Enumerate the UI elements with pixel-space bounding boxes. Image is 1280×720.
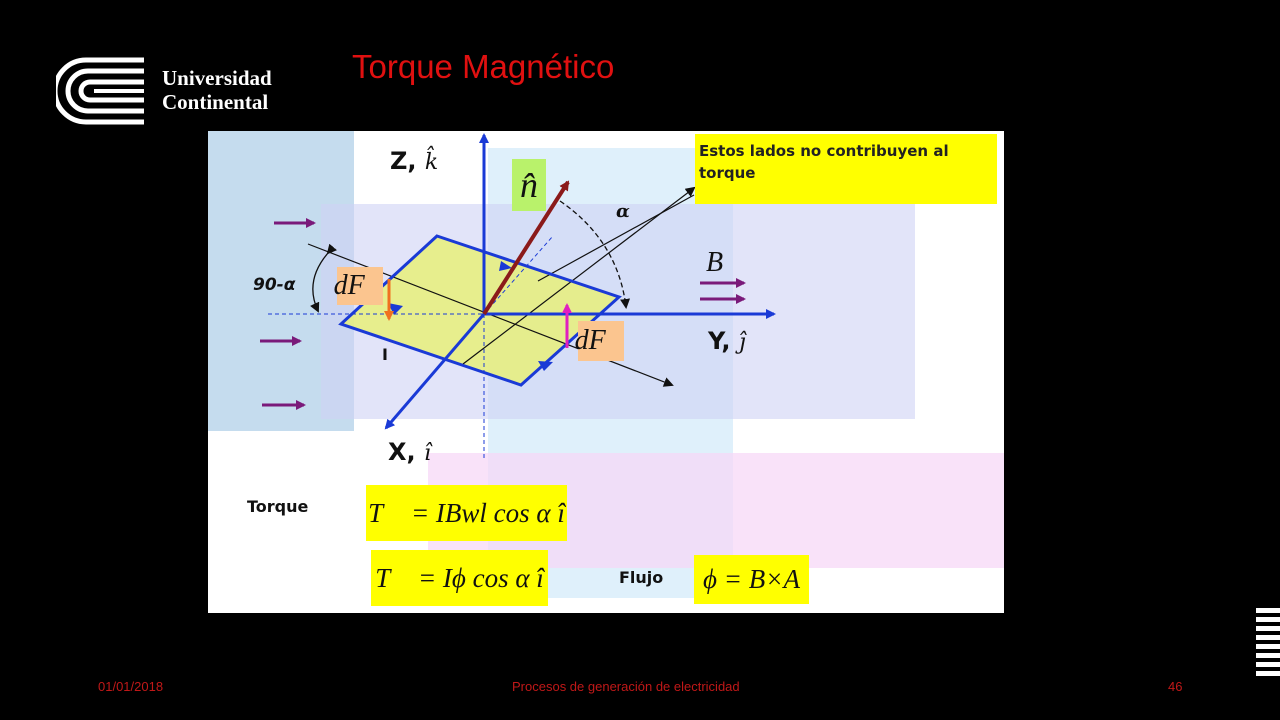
df-right-label: dF⃗	[575, 321, 627, 361]
logo-line-1: Universidad	[162, 66, 272, 90]
diagram-canvas	[208, 131, 1004, 598]
note-box: Estos lados no contribuyen al torque	[695, 134, 997, 204]
slide-title: Torque Magnético	[352, 48, 615, 85]
university-logo: Universidad Continental	[52, 56, 306, 126]
torque-label: Torque	[247, 497, 309, 516]
logo-line-2: Continental	[162, 90, 269, 114]
normal-vector	[482, 180, 570, 316]
footer-course: Procesos de generación de electricidad	[512, 679, 740, 694]
alpha-arc	[559, 200, 630, 309]
y-axis-letter: Y,	[708, 327, 731, 355]
current-direction-arrow-2	[538, 361, 553, 371]
x-axis-label: X, î	[388, 438, 431, 466]
normal-dashed-projection	[483, 235, 554, 315]
stripes-icon	[1256, 608, 1280, 676]
z-axis-letter: Z,	[390, 147, 417, 175]
x-unit-vector: î	[423, 441, 432, 466]
field-label: B⃗	[706, 247, 745, 278]
pointer-line-1	[462, 186, 696, 365]
current-label: I	[382, 345, 388, 364]
footer-date: 01/01/2018	[98, 679, 164, 694]
torque-diagram: Estos lados no contribuyen al torque Z, …	[208, 131, 1004, 613]
normal-label: n̂	[512, 159, 546, 211]
flux-equation: ϕ = B×A	[694, 555, 809, 604]
x-axis	[384, 313, 486, 430]
df-left-label: dF⃗	[334, 267, 386, 305]
x-axis-letter: X,	[388, 438, 416, 466]
y-axis-label: Y, ĵ	[708, 327, 746, 355]
y-unit-vector: ĵ	[738, 330, 746, 355]
torque-equation: T⃗ = IBwl cos α î	[366, 485, 567, 541]
current-direction-arrow-1	[499, 261, 512, 271]
footer-page-number: 46	[1168, 679, 1183, 694]
current-direction-arrow-3	[388, 303, 403, 315]
flujo-label: Flujo	[619, 568, 664, 587]
ninety-minus-alpha-label: 90-α	[253, 275, 296, 295]
pointer-line-2	[537, 194, 695, 282]
ninety-minus-alpha-arc	[310, 243, 338, 313]
z-axis-label: Z, k̂	[390, 147, 438, 175]
alpha-label: α	[616, 201, 630, 222]
continental-logo-icon	[52, 57, 144, 125]
logo-text: Universidad Continental	[162, 66, 272, 114]
z-unit-vector: k̂	[424, 150, 439, 175]
torque-flux-equation: T⃗ = Iϕ cos α î	[371, 550, 548, 606]
